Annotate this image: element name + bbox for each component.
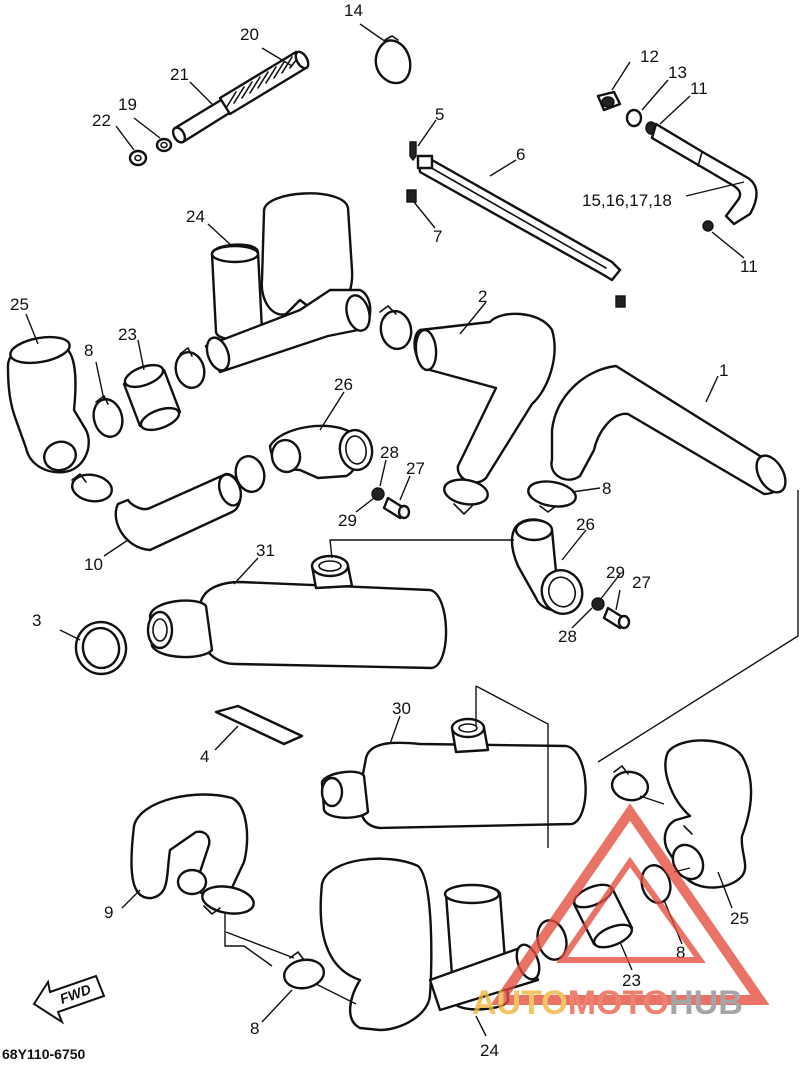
part-2-pipe: [413, 312, 556, 484]
part-8-clamp-g: [527, 480, 577, 513]
callout-6: 6: [516, 145, 525, 164]
callout-28-right: 28: [558, 627, 577, 646]
part-8-clamp-i: [282, 951, 326, 990]
part-8-clamp-h: [201, 885, 255, 915]
watermark-triangle-icon: [490, 803, 770, 1005]
callout-23-upper: 23: [118, 325, 137, 344]
part-23-lower-coupling: [572, 883, 634, 949]
callout-4: 4: [200, 747, 209, 766]
part-12-cap: [596, 90, 622, 112]
fwd-arrow: FWD: [32, 974, 106, 1025]
callout-14: 14: [344, 1, 363, 20]
callout-8-lower-left: 8: [250, 1019, 259, 1038]
callout-20: 20: [240, 25, 259, 44]
callout-25-upper: 25: [10, 295, 29, 314]
callout-27-right: 27: [632, 573, 651, 592]
callout-9: 9: [104, 903, 113, 922]
part-26-right-elbow: [510, 518, 584, 615]
part-9-hose: [130, 793, 249, 900]
callout-11-lower: 11: [740, 257, 758, 276]
watermark-auto: AUTO: [472, 984, 568, 1022]
callout-26-upper: 26: [334, 375, 353, 394]
part-7-nut: [406, 189, 417, 203]
callout-7: 7: [433, 227, 442, 246]
watermark-logo: AUTOMOTOHUB: [472, 803, 770, 1022]
part-22-washer: [128, 149, 148, 167]
callout-29-upper: 29: [338, 511, 357, 530]
callout-19: 19: [118, 95, 137, 114]
callout-3: 3: [32, 611, 41, 630]
part-23-upper-coupling: [122, 363, 182, 432]
callout-8-upper-left: 8: [84, 341, 93, 360]
callout-22: 22: [92, 111, 111, 130]
callout-21: 21: [170, 65, 189, 84]
part-3-gasket-ring: [74, 620, 128, 676]
part-13-washer: [625, 108, 643, 128]
callout-29-right: 29: [606, 563, 625, 582]
part-8-clamp-c: [379, 305, 413, 351]
part-4-plate: [214, 704, 304, 746]
fwd-arrow-icon: [32, 974, 106, 1025]
part-6-lower-nut: [615, 295, 626, 308]
callout-27-upper: 27: [406, 459, 425, 478]
part-29-washer-right: [591, 597, 605, 611]
callout-31: 31: [256, 541, 275, 560]
callout-26-right: 26: [576, 515, 595, 534]
part-11-lower-clamp: [702, 220, 714, 232]
part-20-spring: [218, 50, 310, 116]
part-8-clamp-f: [443, 478, 489, 515]
callout-28-upper: 28: [380, 443, 399, 462]
callout-2: 2: [478, 287, 487, 306]
callout-11-upper: 11: [690, 79, 708, 98]
part-24-upper-manifold: [204, 192, 372, 374]
part-19-oring: [155, 137, 173, 153]
watermark-text: AUTOMOTOHUB: [472, 984, 743, 1022]
callout-10: 10: [84, 555, 103, 574]
part-26-upper-elbow: [268, 424, 374, 480]
routing-lines: [224, 490, 799, 1005]
part-8-clamp-e: [234, 455, 266, 493]
part-8-clamp-d: [70, 473, 114, 503]
part-6-strap: [416, 154, 622, 282]
callout-1: 1: [719, 361, 728, 380]
callout-leaders: [25, 23, 745, 1037]
watermark-inner-shape-icon: [556, 856, 706, 963]
callout-23-lower: 23: [622, 971, 641, 990]
part-27-bolt-right: [602, 606, 631, 630]
part-8-clamp-l: [610, 765, 650, 802]
callout-24-lower: 24: [480, 1041, 499, 1060]
callout-24-upper: 24: [186, 207, 205, 226]
callout-13: 13: [668, 63, 687, 82]
part-14-clip: [374, 35, 412, 85]
part-5-bolt: [409, 141, 417, 162]
callout-labels: 1 2 3 4 5 6 7 8 8 8 8 9 10 11 11 12 13 1…: [10, 1, 758, 1060]
part-8-clamp-a: [92, 395, 124, 438]
diagram-code: 68Y110-6750: [2, 1046, 86, 1062]
callout-5: 5: [435, 105, 444, 124]
part-30-muffler: [320, 717, 587, 830]
part-31-muffler: [146, 554, 448, 670]
callout-8-lower-right: 8: [676, 943, 685, 962]
part-25-upper-elbow: [6, 335, 90, 474]
callout-12: 12: [640, 47, 659, 66]
part-15-18-hose: [650, 122, 758, 226]
callout-30: 30: [392, 699, 411, 718]
part-27-bolt-upper: [382, 496, 411, 520]
part-28-washer-upper: [371, 487, 385, 501]
watermark-moto: MOTO: [568, 984, 669, 1022]
watermark-hub: HUB: [669, 984, 743, 1022]
callout-15-16-17-18: 15,16,17,18: [582, 191, 672, 210]
part-10-hose: [114, 472, 243, 552]
part-25-lower-elbow: [663, 739, 753, 889]
part-1-pipe: [550, 364, 787, 496]
callout-25-lower: 25: [730, 909, 749, 928]
callout-8-right: 8: [602, 479, 611, 498]
part-8-clamp-b: [174, 347, 206, 389]
